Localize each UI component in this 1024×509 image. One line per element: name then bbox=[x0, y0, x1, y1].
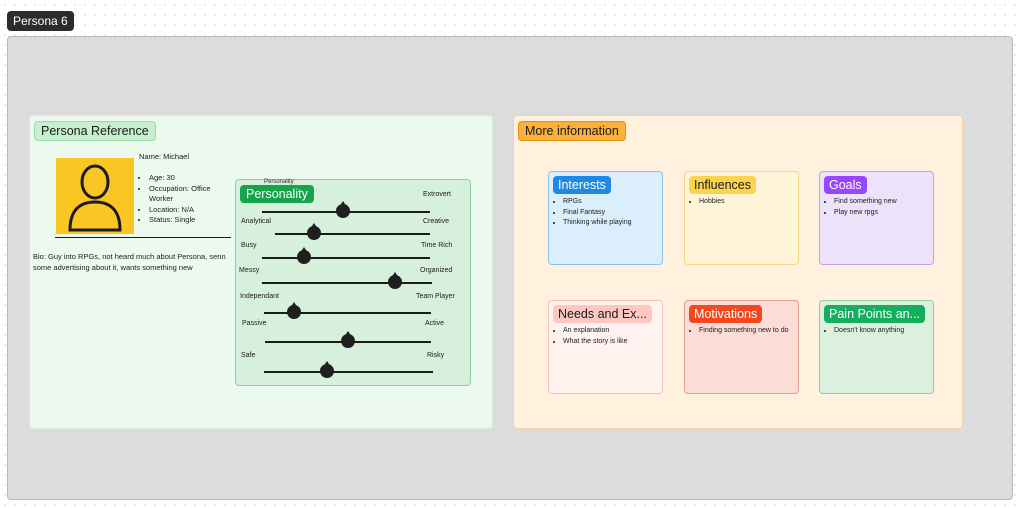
list-item: Find something new bbox=[834, 197, 929, 208]
slider-right-label: Team Player bbox=[416, 293, 455, 300]
list-item: Finding something new to do bbox=[699, 326, 794, 337]
slider-left-label: Passive bbox=[242, 320, 267, 327]
persona-reference-title[interactable]: Persona Reference bbox=[34, 121, 156, 141]
needs-expectations-card[interactable]: Needs and Ex... An explanationWhat the st… bbox=[548, 300, 663, 394]
slider-left-label: Independant bbox=[240, 293, 279, 300]
pain-points-card[interactable]: Pain Points an... Doesn't know anything bbox=[819, 300, 934, 394]
list-item: Doesn't know anything bbox=[834, 326, 929, 337]
slider-handle[interactable] bbox=[319, 361, 334, 378]
list-item: An explanation bbox=[563, 326, 658, 337]
influences-card[interactable]: InfluencesHobbies bbox=[684, 171, 799, 265]
goals-card[interactable]: GoalsFind something newPlay new rpgs bbox=[819, 171, 934, 265]
persona-details: Age: 30 Occupation: Office Worker Locati… bbox=[140, 173, 229, 226]
slider-right-label: Organized bbox=[420, 267, 453, 274]
needs-expectations-title[interactable]: Needs and Ex... bbox=[553, 305, 652, 323]
interests-list: RPGsFinal FantasyThinking while playing bbox=[555, 197, 658, 229]
list-item: Final Fantasy bbox=[563, 208, 658, 219]
slider-right-label: Risky bbox=[427, 352, 445, 359]
pain-points-title[interactable]: Pain Points an... bbox=[824, 305, 926, 323]
divider-line bbox=[55, 237, 231, 238]
user-icon bbox=[68, 164, 122, 232]
slider-handle[interactable] bbox=[335, 201, 350, 218]
influences-title[interactable]: Influences bbox=[689, 176, 756, 194]
pain-points-list: Doesn't know anything bbox=[826, 326, 929, 337]
slider-right-label: Creative bbox=[423, 218, 450, 225]
slider-track[interactable] bbox=[262, 257, 430, 259]
slider-right-label: Time Rich bbox=[421, 242, 453, 249]
detail-location: Location: N/A bbox=[149, 205, 229, 216]
motivations-card[interactable]: MotivationsFinding something new to do bbox=[684, 300, 799, 394]
more-information-title[interactable]: More information bbox=[518, 121, 626, 141]
interests-title[interactable]: Interests bbox=[553, 176, 611, 194]
slider-handle[interactable] bbox=[341, 331, 355, 348]
slider-handle[interactable] bbox=[297, 247, 311, 264]
personality-title[interactable]: Personality bbox=[240, 185, 314, 203]
slider-left-label: Busy bbox=[241, 242, 257, 249]
slider-track[interactable] bbox=[264, 312, 431, 314]
list-item: What the story is like bbox=[563, 337, 658, 348]
slider-right-label: Extrovert bbox=[423, 191, 452, 198]
slider-right-label: Active bbox=[425, 320, 445, 327]
slider-track[interactable] bbox=[264, 371, 433, 373]
detail-age: Age: 30 bbox=[149, 173, 229, 184]
goals-list: Find something newPlay new rpgs bbox=[826, 197, 929, 218]
persona-name: Name: Michael bbox=[139, 152, 190, 161]
slider-handle[interactable] bbox=[306, 223, 321, 240]
slider-left-label: Safe bbox=[241, 352, 256, 359]
avatar[interactable] bbox=[56, 158, 134, 234]
motivations-list: Finding something new to do bbox=[691, 326, 794, 337]
slider-handle[interactable] bbox=[287, 302, 302, 319]
needs-expectations-list: An explanationWhat the story is like bbox=[555, 326, 658, 347]
interests-card[interactable]: InterestsRPGsFinal FantasyThinking while… bbox=[548, 171, 663, 265]
motivations-title[interactable]: Motivations bbox=[689, 305, 763, 323]
frame-title[interactable]: Persona 6 bbox=[7, 11, 74, 31]
slider-handle[interactable] bbox=[387, 272, 402, 289]
detail-status: Status: Single bbox=[149, 215, 229, 226]
influences-list: Hobbies bbox=[691, 197, 794, 208]
list-item: Thinking while playing bbox=[563, 218, 658, 229]
slider-left-label: Messy bbox=[239, 267, 260, 274]
list-item: Hobbies bbox=[699, 197, 794, 208]
detail-occupation: Occupation: Office Worker bbox=[149, 184, 229, 205]
list-item: RPGs bbox=[563, 197, 658, 208]
slider-track[interactable] bbox=[275, 233, 430, 235]
list-item: Play new rpgs bbox=[834, 208, 929, 219]
goals-title[interactable]: Goals bbox=[824, 176, 867, 194]
slider-track[interactable] bbox=[262, 282, 432, 284]
slider-left-label: Analytical bbox=[241, 218, 271, 225]
personality-ghost-label: Personality bbox=[264, 179, 294, 185]
persona-bio: Bio: Guy into RPGs, not heard much about… bbox=[33, 252, 226, 272]
